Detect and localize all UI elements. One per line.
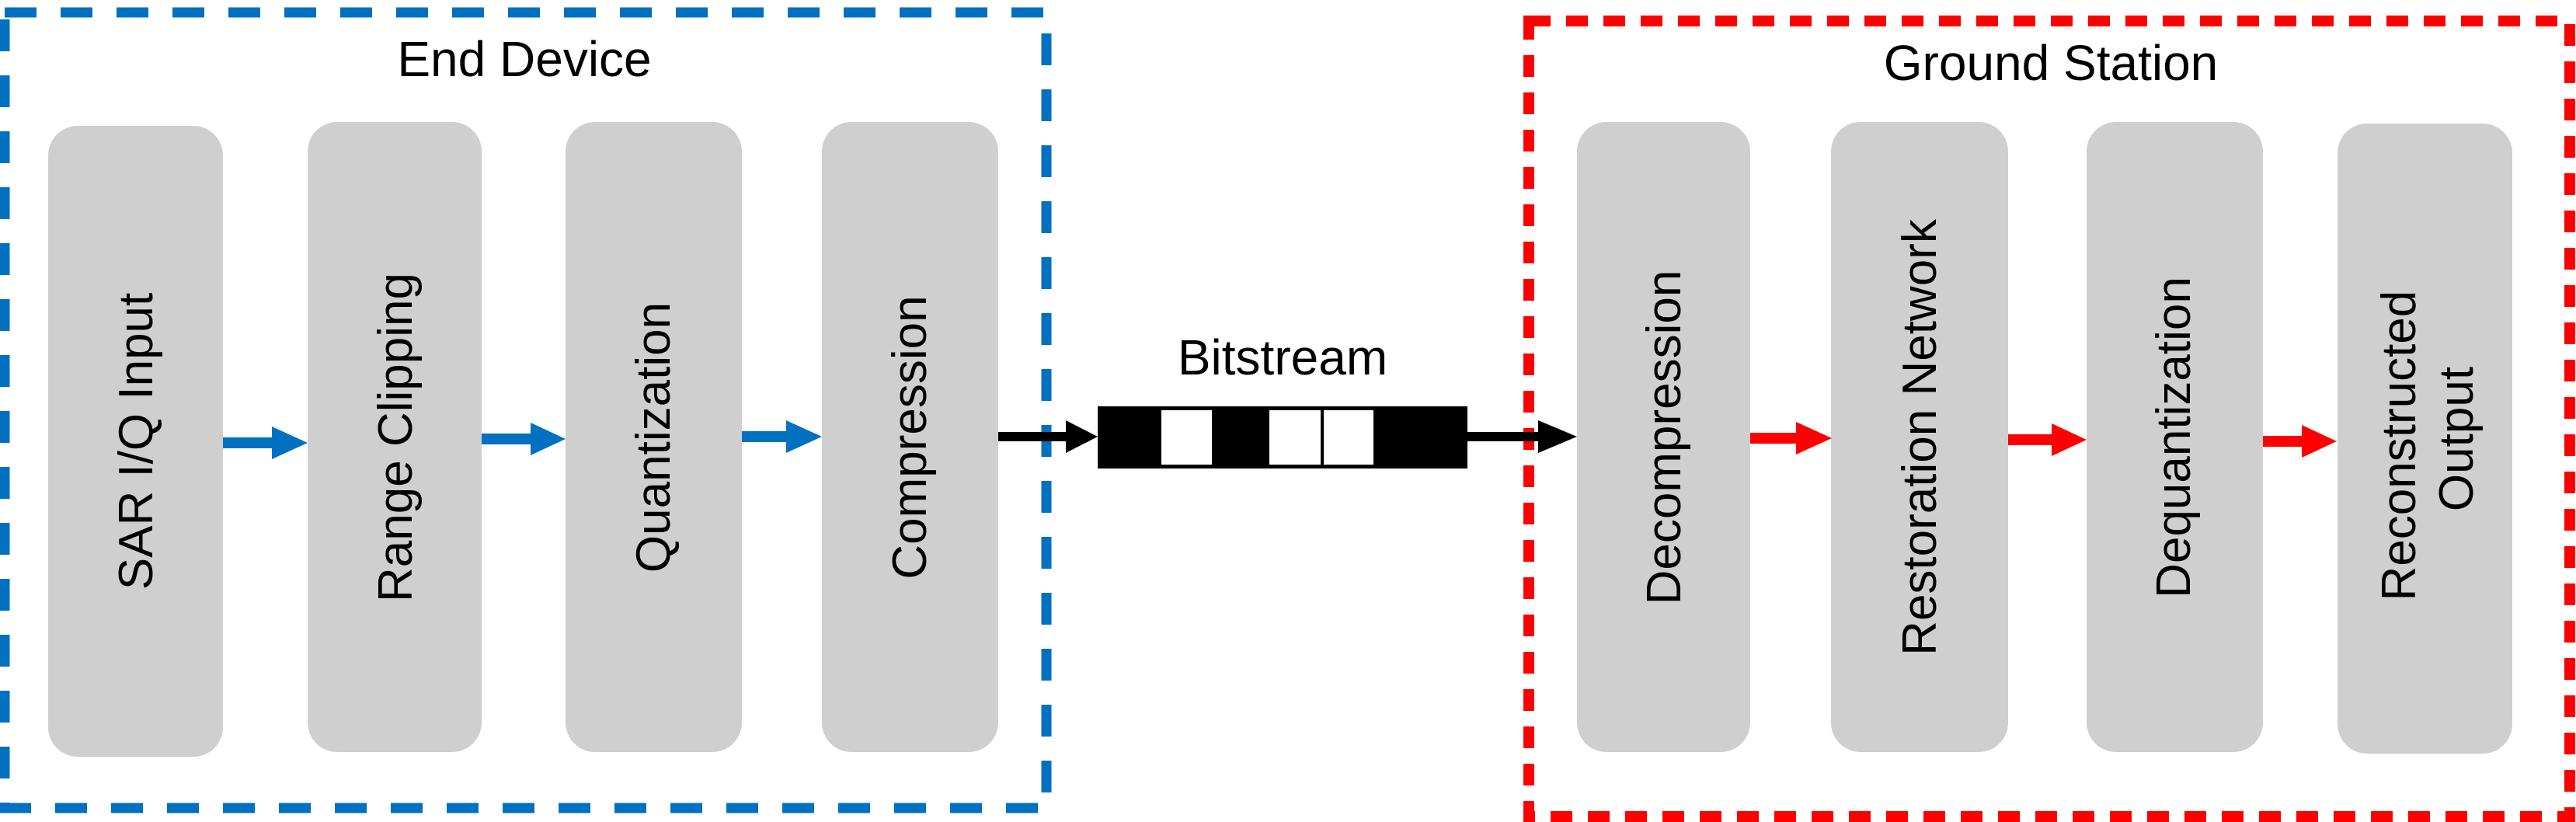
arrow-range-to-quant: [482, 423, 566, 455]
output-line-2: Output: [2430, 367, 2484, 511]
block-decompression-shape: [1577, 122, 1750, 752]
block-dequantization-shape: [2087, 122, 2263, 752]
ground-station-border: [1523, 16, 2575, 822]
arrow-bitstream-to-decompression: [1467, 420, 1577, 453]
arrow-head-icon: [1538, 420, 1577, 453]
block-decompression: Decompression: [1577, 122, 1750, 752]
block-compression-label: Compression: [883, 295, 937, 579]
block-quantization-shape: [566, 122, 742, 752]
ground-station-group: Ground Station: [1523, 16, 2575, 822]
block-reconstructed-output: Reconstructed Output: [2338, 124, 2512, 754]
ground-station-title: Ground Station: [1884, 35, 2219, 91]
arrow-restoration-to-dequant: [2008, 423, 2087, 456]
arrow-sar-to-range: [223, 427, 308, 459]
bitstream: Bitstream: [1098, 329, 1467, 468]
bit-cell-zero: [1269, 410, 1321, 465]
arrow-decompression-to-restoration: [1750, 422, 1832, 455]
arrow-dequant-to-output: [2263, 425, 2337, 458]
block-decompression-label: Decompression: [1638, 270, 1691, 605]
block-reconstructed-output-shape: [2338, 124, 2512, 754]
block-sar-iq-input: SAR I/Q Input: [48, 126, 223, 757]
end-device-title: End Device: [397, 31, 651, 87]
end-device-border: [0, 7, 1052, 813]
block-range-clipping: Range Clipping: [308, 122, 482, 752]
block-dequantization-label: Dequantization: [2147, 277, 2201, 598]
block-restoration-network-shape: [1831, 122, 2008, 752]
block-range-clipping-shape: [308, 122, 482, 752]
block-quantization-label: Quantization: [627, 302, 681, 573]
block-dequantization: Dequantization: [2087, 122, 2263, 752]
block-compression: Compression: [822, 122, 998, 752]
block-restoration-network: Restoration Network: [1831, 122, 2008, 752]
arrow-head-icon: [1796, 422, 1832, 455]
arrow-head-icon: [531, 423, 566, 455]
block-sar-iq-input-label: SAR I/Q Input: [110, 293, 163, 590]
block-quantization: Quantization: [566, 122, 742, 752]
end-device-group: End Device: [0, 7, 1052, 813]
arrow-head-icon: [1066, 420, 1098, 453]
block-sar-iq-input-shape: [48, 126, 223, 757]
arrow-head-icon: [786, 420, 822, 453]
bitstream-label: Bitstream: [1178, 329, 1387, 385]
arrow-head-icon: [272, 427, 308, 459]
arrow-compression-to-bitstream: [998, 420, 1098, 453]
block-compression-shape: [822, 122, 998, 752]
arrow-head-icon: [2052, 423, 2087, 456]
block-restoration-network-label: Restoration Network: [1893, 218, 1947, 656]
reconstructed-line-1: Reconstructed: [2372, 291, 2426, 601]
block-range-clipping-label: Range Clipping: [369, 273, 423, 602]
bit-cell-zero: [1324, 410, 1373, 465]
block-reconstructed-output-label: Reconstructed Output: [2372, 277, 2484, 601]
arrow-head-icon: [2302, 425, 2337, 458]
bit-cell-zero: [1161, 410, 1212, 465]
arrow-quant-to-compression: [742, 420, 822, 453]
